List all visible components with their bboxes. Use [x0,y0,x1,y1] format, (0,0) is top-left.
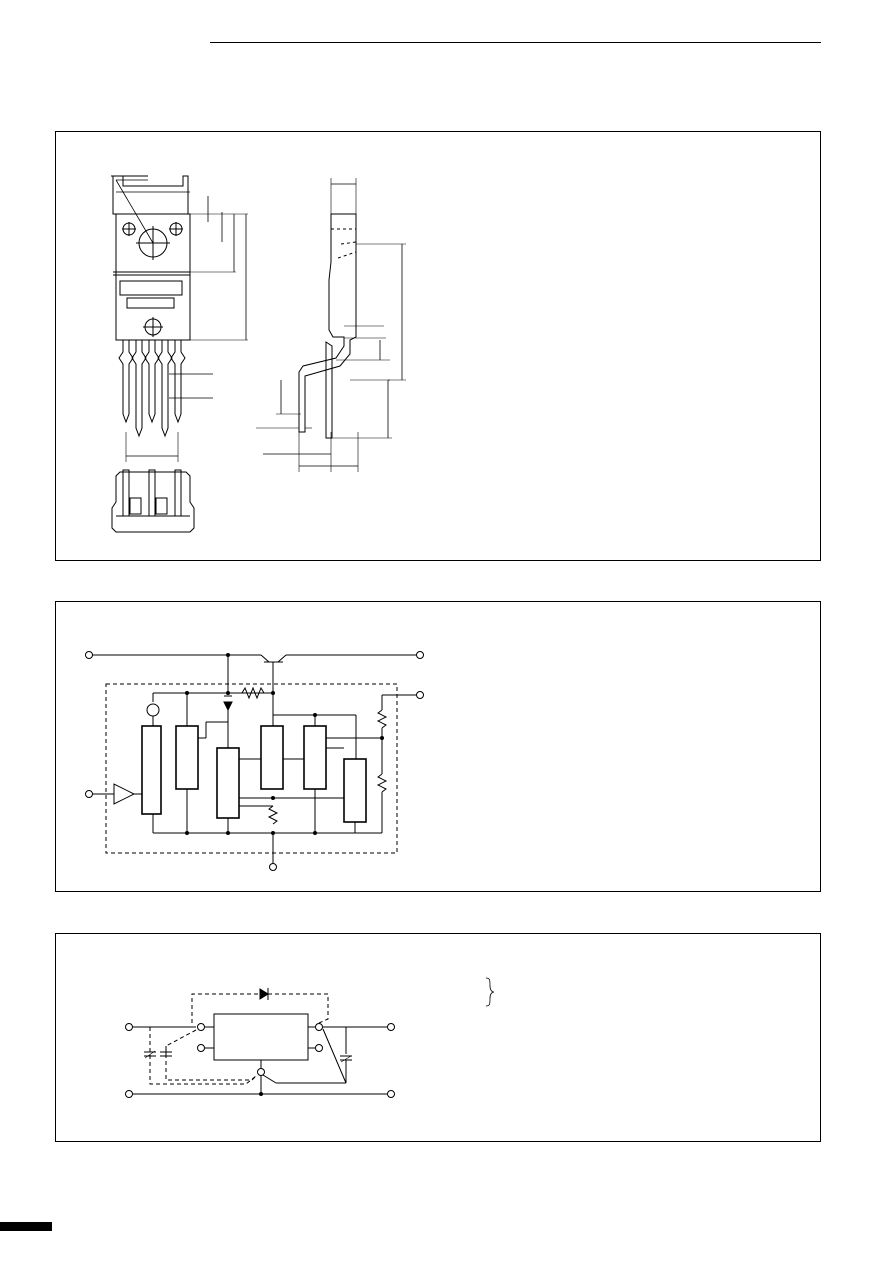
typical-connection-panel [55,933,821,1142]
package-outline-drawing [111,175,406,533]
front-view [111,175,248,462]
front-leads [118,340,186,438]
typical-connection-drawing [125,977,495,1098]
footer-bar [0,1222,52,1231]
side-view [256,178,406,472]
end-view [111,469,195,533]
block-diagram-panel [55,601,821,892]
header-rule [210,42,821,43]
external-dimensions-panel [55,131,821,561]
block-diagram-drawing [85,651,424,871]
